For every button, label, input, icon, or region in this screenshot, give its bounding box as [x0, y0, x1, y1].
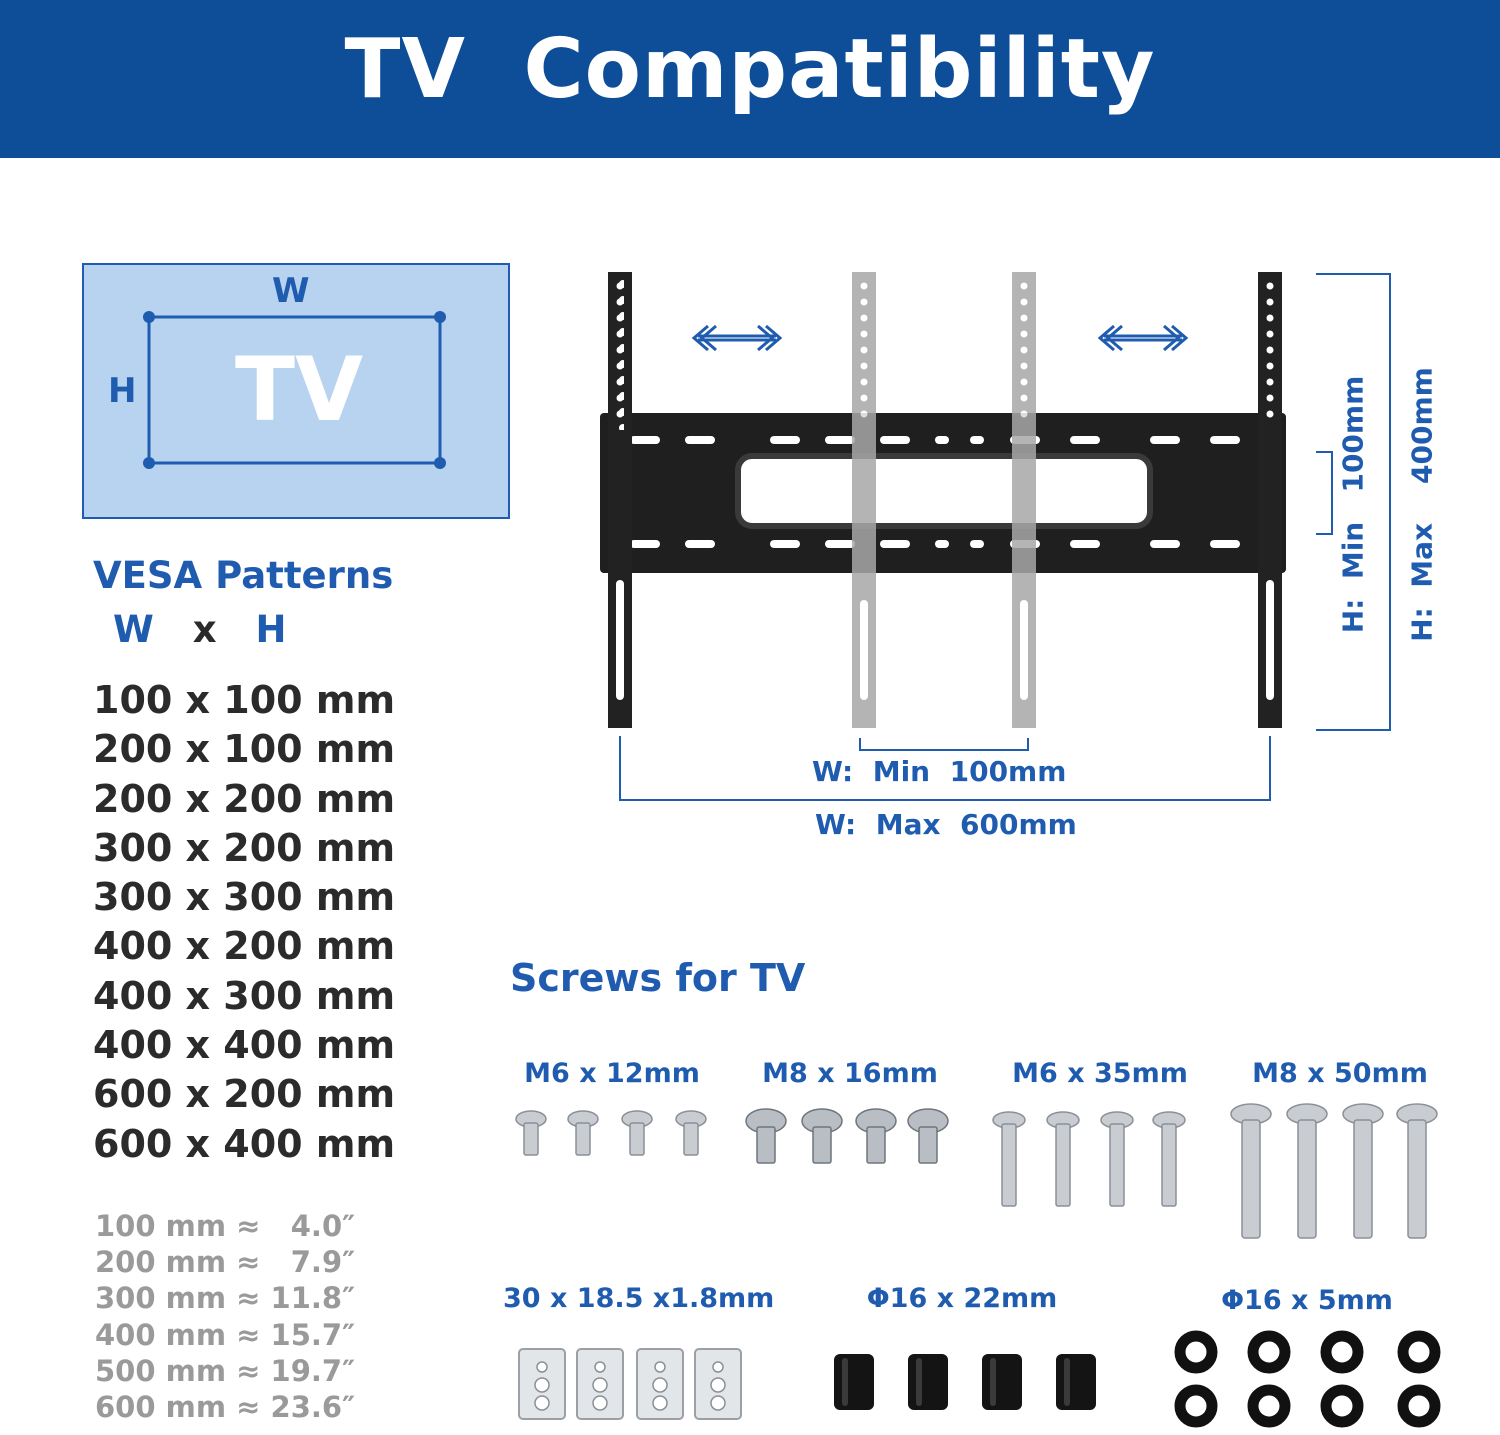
washers-icon: [1174, 1330, 1441, 1428]
vesa-pattern: 300 x 200 mm: [93, 825, 396, 870]
screws-heading: Screws for TV: [510, 956, 806, 1000]
conversion-row: 600 mm ≈ 23.6″: [95, 1389, 356, 1424]
bracket-plate: [600, 413, 1286, 573]
conversion-row: 300 mm ≈ 11.8″: [95, 1281, 356, 1316]
width-max-label: W: Max 600mm: [815, 808, 1077, 841]
plates-icon: [518, 1348, 742, 1420]
tv-width-label: W: [272, 271, 310, 311]
screws-m8x16-icon: [745, 1108, 949, 1164]
vesa-pattern: 100 x 100 mm: [93, 678, 396, 722]
tv-diagram: W H TV: [82, 263, 510, 519]
vesa-pattern: 300 x 300 mm: [93, 875, 396, 920]
width-min-label: W: Min 100mm: [812, 755, 1067, 788]
screws-m6x35-icon: [992, 1111, 1186, 1207]
bracket-arm-right: [1258, 272, 1282, 728]
conversion-row: 200 mm ≈ 7.9″: [95, 1245, 356, 1280]
vesa-subheading: W x H: [113, 608, 286, 651]
tv-height-label: H: [108, 371, 137, 411]
vesa-sub-x: x: [192, 608, 217, 651]
width-dimension-lines: [619, 736, 1271, 801]
vesa-sub-h: H: [255, 608, 287, 651]
height-min-label: H: Min 100mm: [1336, 375, 1370, 634]
screw-label-m6x12: M6 x 12mm: [524, 1058, 700, 1089]
conversion-row: 400 mm ≈ 15.7″: [95, 1317, 356, 1352]
tv-label: TV: [235, 338, 364, 441]
screw-label-m6x35: M6 x 35mm: [1012, 1058, 1188, 1089]
vesa-heading: VESA Patterns: [93, 554, 394, 597]
page-title: TV Compatibility: [344, 22, 1156, 117]
vesa-pattern-list: 100 x 100 mm 200 x 100 mm 200 x 200 mm 3…: [93, 676, 395, 1169]
conversion-row: 100 mm ≈ 4.0″: [95, 1209, 356, 1243]
height-dimension-lines: [1316, 273, 1391, 731]
spacers-icon: [834, 1354, 1096, 1410]
plate-label: 30 x 18.5 x1.8mm: [503, 1283, 775, 1314]
spacer-label: Φ16 x 22mm: [866, 1283, 1058, 1314]
header-banner: TV Compatibility: [0, 0, 1500, 158]
vesa-pattern: 400 x 300 mm: [93, 973, 396, 1018]
vesa-pattern: 400 x 200 mm: [93, 924, 396, 969]
screws-m6x12-icon: [515, 1110, 707, 1156]
vesa-sub-w: W: [113, 608, 154, 651]
mm-inch-conversion-list: 100 mm ≈ 4.0″ 200 mm ≈ 7.9″ 300 mm ≈ 11.…: [95, 1208, 355, 1425]
bracket-arm-left: [608, 272, 632, 728]
slide-arrow-right: [1097, 324, 1189, 352]
vesa-pattern: 400 x 400 mm: [93, 1023, 396, 1068]
mount-bracket-illustration: [600, 272, 1391, 801]
vesa-pattern: 200 x 200 mm: [93, 776, 396, 821]
washer-label: Φ16 x 5mm: [1221, 1285, 1393, 1316]
vesa-pattern: 600 x 400 mm: [93, 1121, 396, 1166]
vesa-pattern: 600 x 200 mm: [93, 1072, 396, 1117]
bracket-arm-inner-right: [1012, 272, 1036, 728]
height-max-label: H: Max 400mm: [1405, 367, 1439, 642]
screw-label-m8x16: M8 x 16mm: [762, 1058, 938, 1089]
tv-diagram-drawing: [82, 263, 510, 519]
slide-arrow-left: [691, 324, 783, 352]
bracket-arm-inner-left: [852, 272, 876, 728]
vesa-pattern: 200 x 100 mm: [93, 727, 396, 772]
screws-m8x50-icon: [1230, 1103, 1438, 1239]
conversion-row: 500 mm ≈ 19.7″: [95, 1353, 356, 1388]
screw-label-m8x50: M8 x 50mm: [1252, 1058, 1428, 1089]
